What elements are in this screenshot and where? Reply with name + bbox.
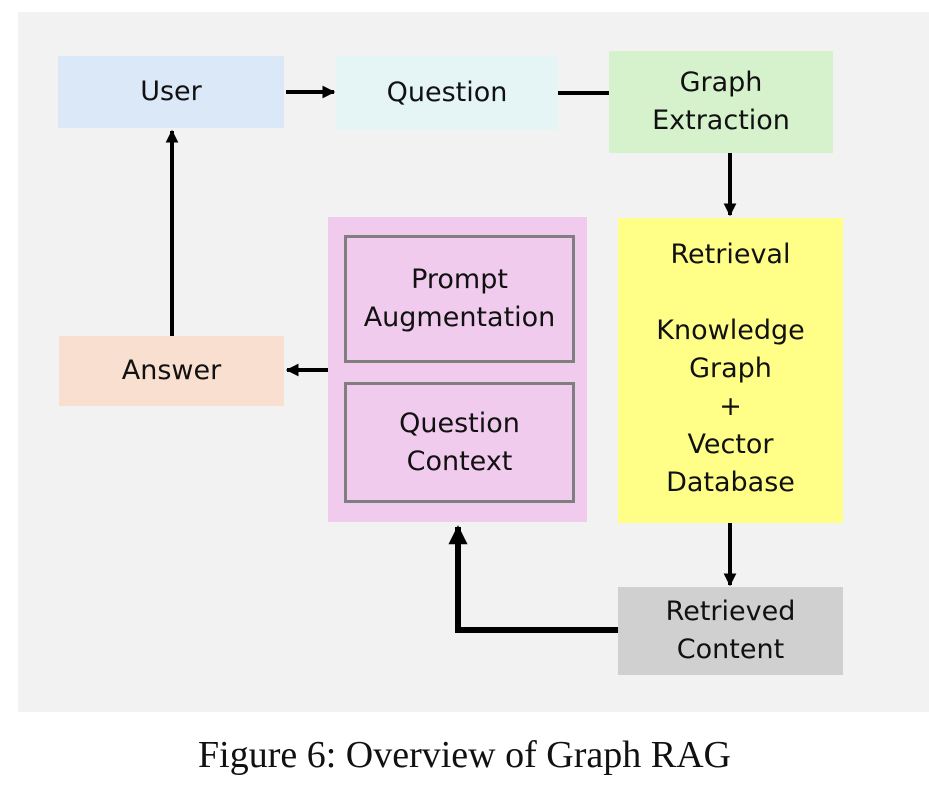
graph-extraction-node: Graph Extraction [609,51,833,153]
retrieval-title: Retrieval [670,239,791,270]
question-context-label-line-1: Question [399,407,520,439]
user-node: User [58,56,284,128]
prompt-augmentation-label-line-1: Prompt [411,264,508,295]
question-context-label-line-2: Context [406,445,513,477]
answer-node: Answer [59,336,284,406]
graph-extraction-label-line-1: Graph [679,67,763,98]
retrieval-line-knowledge: Knowledge [656,315,805,346]
prompt-augmentation-node: Prompt Augmentation [344,235,575,363]
retrieval-node: Retrieval Knowledge Graph + Vector Datab… [618,218,843,523]
retrieval-line-graph: Graph [689,353,772,384]
retrieval-line-plus: + [719,391,742,422]
retrieved-content-label-line-1: Retrieved [665,596,796,627]
prompt-augmentation-label-line-2: Augmentation [363,302,556,333]
figure-caption: Figure 6: Overview of Graph RAG [198,734,731,776]
retrieved-content-node: Retrieved Content [618,587,843,675]
answer-label: Answer [121,355,222,386]
retrieved-content-label-line-2: Content [676,634,785,665]
user-label: User [140,76,202,107]
question-context-node: Question Context [344,382,575,503]
arrow-retrieved-content-to-question-context [448,525,618,633]
graph-extraction-label-line-2: Extraction [652,105,790,136]
retrieval-line-vector: Vector [687,429,774,460]
question-node: Question [336,56,558,130]
retrieval-line-database: Database [666,467,795,498]
question-label: Question [386,77,508,108]
